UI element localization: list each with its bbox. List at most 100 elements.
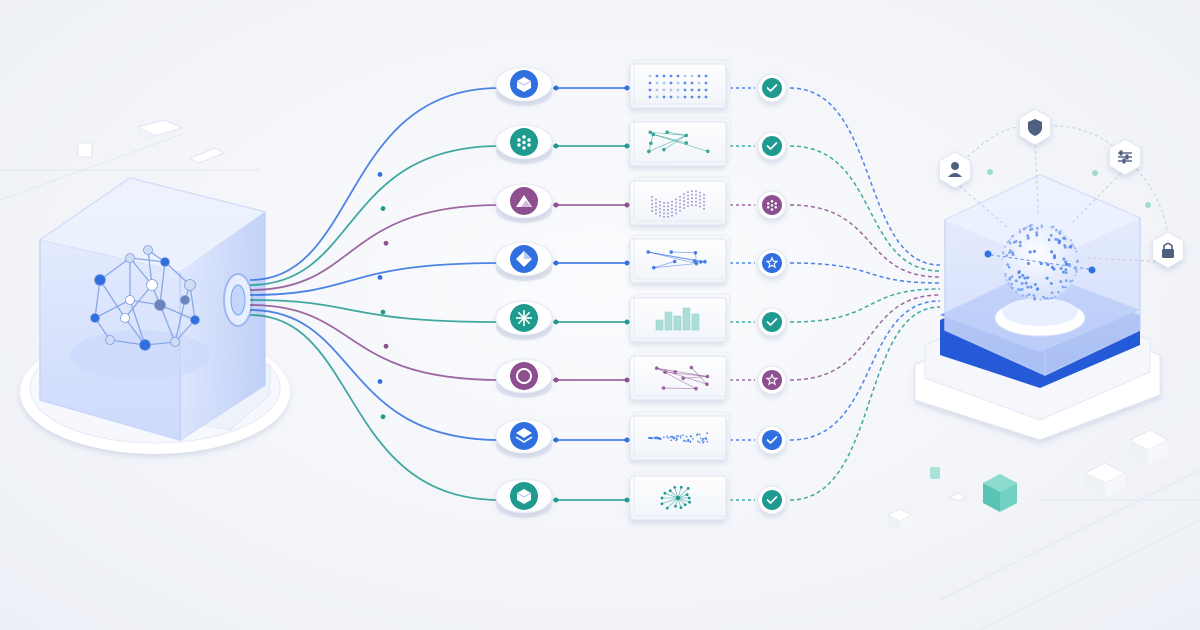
- viz-dot: [687, 198, 689, 201]
- viz-dot: [667, 437, 670, 439]
- viz-dot: [655, 88, 659, 92]
- sphere-dot: [1010, 235, 1014, 238]
- status-badge: [762, 312, 782, 332]
- target-connector: [789, 262, 941, 284]
- sphere-dot: [1075, 268, 1079, 272]
- sphere-dot: [1028, 228, 1032, 232]
- viz-dot: [698, 433, 701, 436]
- user-body: [948, 173, 962, 177]
- mountain-inner: [521, 200, 531, 207]
- star-icon: [765, 256, 779, 269]
- graph-edge: [159, 261, 166, 306]
- viz-dot: [651, 196, 653, 198]
- link-dot: [624, 377, 630, 383]
- cluster-dot: [770, 208, 774, 211]
- cluster-dot: [522, 135, 526, 139]
- satellite-card: [938, 151, 972, 189]
- viz-center: [675, 495, 681, 501]
- viz-dot: [698, 441, 701, 444]
- viz-edge: [695, 252, 697, 264]
- viz-edge: [663, 387, 696, 389]
- cluster-dot: [527, 138, 531, 142]
- viz-dot: [696, 440, 699, 443]
- sphere-dot: [1008, 251, 1011, 255]
- viz-dot: [655, 81, 659, 85]
- orbit-dot: [987, 169, 993, 175]
- cube-icon: [516, 489, 532, 504]
- sphere-dot: [1047, 297, 1050, 301]
- viz-dot: [683, 196, 685, 199]
- graph-edge: [159, 304, 196, 321]
- panel-shadow-frame: [633, 117, 731, 163]
- graph-node: [125, 253, 135, 263]
- cube-edge: [516, 80, 532, 86]
- connector-dot: [380, 414, 386, 420]
- decorative-blocks: [77, 119, 1170, 531]
- viz-edge: [648, 135, 687, 152]
- viz-dot: [683, 207, 685, 210]
- viz-edge: [653, 263, 697, 269]
- viz-edge: [653, 134, 708, 152]
- viz-dot: [685, 440, 687, 443]
- sphere-dot: [1014, 279, 1018, 283]
- viz-dot: [682, 439, 685, 442]
- sphere-dot: [1029, 225, 1032, 229]
- graph-edge: [174, 299, 186, 343]
- viz-dot: [648, 95, 652, 99]
- layer-top: [516, 428, 532, 438]
- cone-cloud-viz: [648, 432, 709, 444]
- viz-dot: [648, 437, 650, 439]
- sphere-dot: [1025, 294, 1028, 298]
- sphere-dot: [1040, 223, 1043, 226]
- sphere-dot: [1032, 249, 1037, 253]
- target-platform: [914, 174, 1161, 441]
- status-badge: [762, 253, 782, 273]
- viz-dot: [682, 434, 684, 436]
- viz-edge: [671, 251, 696, 254]
- sphere-dot: [1011, 251, 1014, 255]
- viz-dot: [699, 205, 701, 208]
- target-connector: [789, 294, 941, 381]
- panel-shadow-frame: [633, 351, 731, 397]
- viz-dot: [671, 211, 673, 214]
- model-node-badge: [510, 362, 538, 390]
- cluster-dot: [770, 204, 774, 207]
- visualization-panel: [629, 355, 727, 401]
- viz-dot: [696, 433, 699, 435]
- sphere-axis: [984, 253, 1096, 271]
- viz-dot: [663, 201, 665, 204]
- viz-dot: [699, 202, 701, 205]
- graph-edge: [94, 299, 131, 319]
- check-icon: [766, 496, 778, 504]
- viz-dot: [692, 437, 694, 440]
- viz-dot: [663, 215, 665, 218]
- viz-dot: [654, 437, 657, 440]
- sphere-dot: [1026, 234, 1030, 238]
- sphere-dot: [1039, 261, 1043, 266]
- graph-node: [94, 274, 106, 286]
- status-badge: [762, 136, 782, 156]
- cluster-dot: [517, 138, 521, 142]
- link-dot: [553, 437, 559, 443]
- sphere-dot: [1033, 283, 1037, 287]
- viz-dot: [683, 95, 687, 99]
- cluster-dot: [522, 140, 526, 145]
- sphere-dot: [1061, 285, 1065, 289]
- viz-dot: [673, 436, 675, 439]
- viz-dot: [667, 212, 669, 215]
- sphere-dot: [1008, 278, 1012, 281]
- dot-cluster-icon: [766, 199, 778, 211]
- sphere-dot: [1027, 293, 1031, 296]
- viz-dot: [667, 208, 669, 211]
- viz-dot: [675, 205, 677, 208]
- viz-node: [703, 259, 707, 264]
- sphere-dot: [1057, 240, 1061, 244]
- viz-dot: [683, 193, 685, 196]
- slider-knob: [1125, 154, 1129, 160]
- viz-dot: [706, 440, 709, 443]
- user-head: [951, 162, 959, 170]
- sphere-dot: [1036, 227, 1039, 230]
- viz-dot: [700, 437, 702, 440]
- graph-edge: [99, 257, 131, 281]
- sphere-dot: [1026, 261, 1031, 266]
